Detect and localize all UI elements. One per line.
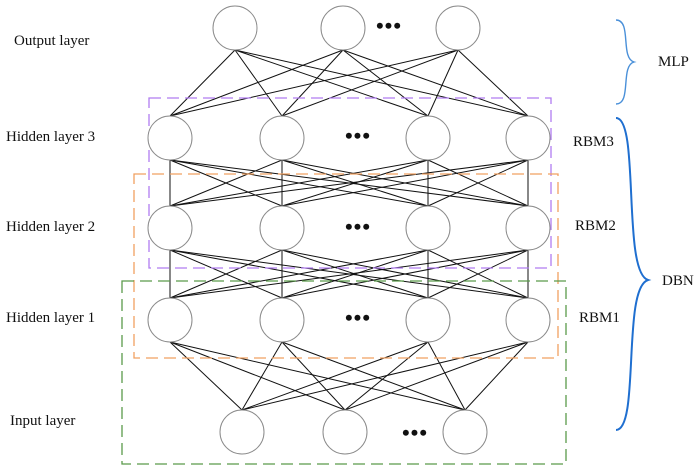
mlp-brace bbox=[615, 19, 637, 105]
input-node-2 bbox=[322, 409, 368, 455]
edge-output-2-to-hidden3-1 bbox=[281, 49, 459, 117]
input-layer-ellipsis: ••• bbox=[402, 420, 428, 445]
edge-hidden2-1-to-hidden1-0 bbox=[169, 249, 283, 299]
output-node-3 bbox=[435, 5, 481, 51]
hidden-layer-2-ellipsis: ••• bbox=[345, 214, 371, 239]
output-layer-label: Output layer bbox=[14, 33, 89, 49]
edge-hidden1-3-to-input-2 bbox=[464, 341, 529, 411]
edge-hidden3-3-to-hidden2-0 bbox=[169, 159, 529, 207]
hidden-layer-1-ellipsis: ••• bbox=[345, 305, 371, 330]
rbm2-box bbox=[133, 173, 559, 359]
edge-hidden1-2-to-input-2 bbox=[427, 341, 466, 411]
edge-hidden3-3-to-hidden2-1 bbox=[281, 159, 529, 207]
rbm2-label: RBM2 bbox=[575, 218, 616, 234]
edge-output-0-to-hidden3-1 bbox=[234, 49, 283, 117]
edge-hidden1-3-to-input-0 bbox=[241, 341, 529, 411]
neuron-nodes bbox=[147, 5, 551, 455]
edge-hidden2-2-to-hidden1-0 bbox=[169, 249, 429, 299]
edge-hidden1-0-to-input-1 bbox=[169, 341, 346, 411]
edge-output-0-to-hidden3-0 bbox=[169, 49, 236, 117]
output-node-2 bbox=[320, 5, 366, 51]
edge-output-2-to-hidden3-2 bbox=[427, 49, 459, 117]
edge-hidden3-1-to-hidden2-0 bbox=[169, 159, 283, 207]
edge-hidden1-1-to-input-0 bbox=[241, 341, 283, 411]
edge-output-1-to-hidden3-3 bbox=[342, 49, 529, 117]
input-node-3 bbox=[442, 409, 488, 455]
edge-hidden1-1-to-input-2 bbox=[281, 341, 466, 411]
hidden-layer-2-label: Hidden layer 2 bbox=[6, 219, 95, 235]
hidden3-node-1 bbox=[147, 115, 193, 161]
input-node-1 bbox=[219, 409, 265, 455]
edge-output-0-to-hidden3-3 bbox=[234, 49, 529, 117]
edge-hidden1-0-to-input-0 bbox=[169, 341, 243, 411]
hidden2-node-1 bbox=[147, 205, 193, 251]
hidden2-node-4 bbox=[505, 205, 551, 251]
edge-hidden1-0-to-input-2 bbox=[169, 341, 466, 411]
output-layer-ellipsis: ••• bbox=[376, 13, 402, 38]
edge-hidden3-3-to-hidden2-2 bbox=[427, 159, 529, 207]
dbn-brace bbox=[615, 117, 652, 431]
rbm3-label: RBM3 bbox=[573, 134, 614, 150]
rbm1-box bbox=[121, 280, 567, 465]
rbm1-label: RBM1 bbox=[579, 310, 620, 326]
edge-output-2-to-hidden3-3 bbox=[457, 49, 529, 117]
edge-hidden2-3-to-hidden1-2 bbox=[427, 249, 529, 299]
hidden-layer-3-ellipsis: ••• bbox=[345, 123, 371, 148]
hidden3-node-3 bbox=[405, 115, 451, 161]
rbm3-box bbox=[148, 97, 552, 269]
edge-hidden3-2-to-hidden2-0 bbox=[169, 159, 429, 207]
edge-hidden2-3-to-hidden1-1 bbox=[281, 249, 529, 299]
hidden3-node-4 bbox=[505, 115, 551, 161]
edge-hidden2-3-to-hidden1-0 bbox=[169, 249, 529, 299]
hidden1-node-1 bbox=[147, 297, 193, 343]
edge-hidden1-3-to-input-1 bbox=[344, 341, 529, 411]
hidden2-node-2 bbox=[259, 205, 305, 251]
hidden3-node-2 bbox=[259, 115, 305, 161]
connection-edges bbox=[169, 49, 529, 411]
hidden1-node-4 bbox=[505, 297, 551, 343]
output-node-1 bbox=[212, 5, 258, 51]
hidden2-node-3 bbox=[405, 205, 451, 251]
edge-output-0-to-hidden3-2 bbox=[234, 49, 429, 117]
edge-output-1-to-hidden3-2 bbox=[342, 49, 429, 117]
edge-output-1-to-hidden3-0 bbox=[169, 49, 344, 117]
hidden-layer-1-label: Hidden layer 1 bbox=[6, 310, 95, 326]
edge-hidden3-2-to-hidden2-1 bbox=[281, 159, 429, 207]
edge-output-2-to-hidden3-0 bbox=[169, 49, 459, 117]
hidden1-node-3 bbox=[405, 297, 451, 343]
dbn-label: DBN bbox=[662, 273, 694, 289]
edge-hidden2-2-to-hidden1-1 bbox=[281, 249, 429, 299]
edge-hidden1-1-to-input-1 bbox=[281, 341, 346, 411]
edge-hidden1-2-to-input-0 bbox=[241, 341, 429, 411]
mlp-label: MLP bbox=[658, 54, 689, 70]
hidden1-node-2 bbox=[259, 297, 305, 343]
input-layer-label: Input layer bbox=[10, 413, 75, 429]
hidden-layer-3-label: Hidden layer 3 bbox=[6, 129, 95, 145]
